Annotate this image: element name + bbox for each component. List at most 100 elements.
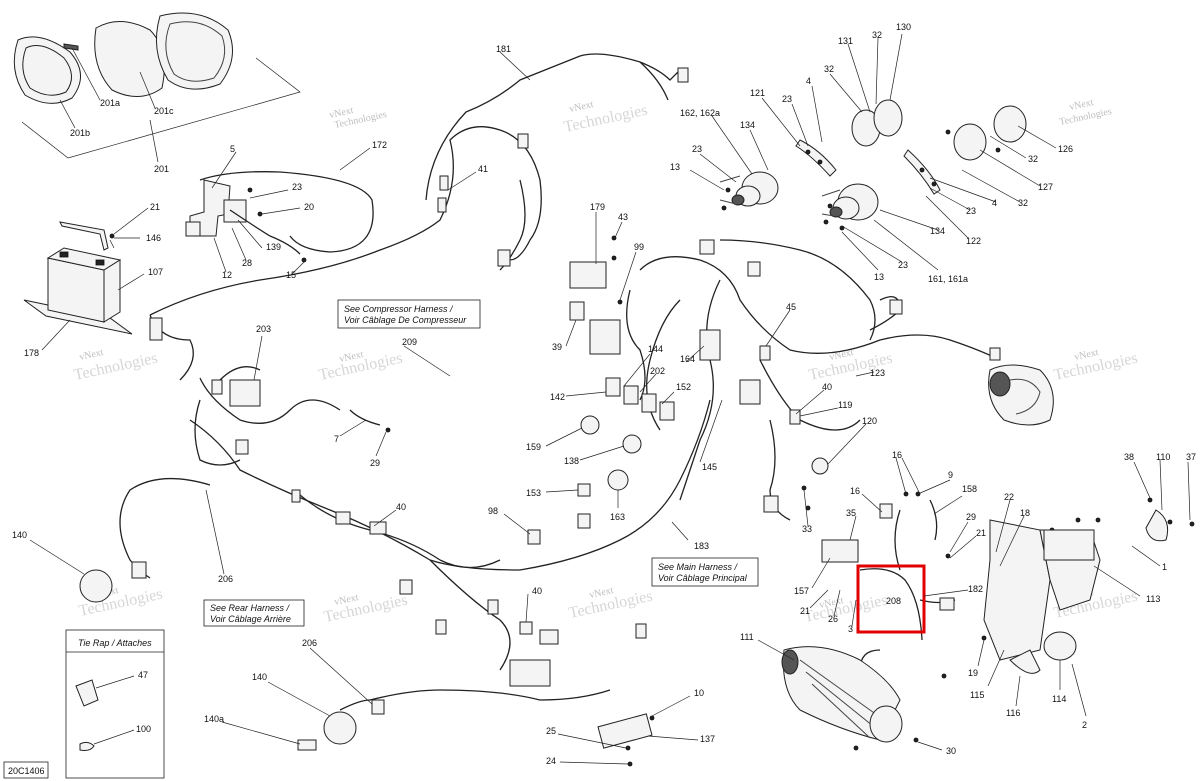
relay xyxy=(623,385,639,405)
callout-16-b: 16 xyxy=(850,486,860,496)
callout-18: 18 xyxy=(1020,508,1030,518)
connector xyxy=(335,511,351,525)
svg-text:vNext: vNext xyxy=(828,347,854,363)
callout-208: 208 xyxy=(886,596,901,606)
callout-119: 119 xyxy=(838,400,852,410)
callout-32-d: 32 xyxy=(1018,198,1028,208)
callout-203: 203 xyxy=(256,324,271,334)
relay xyxy=(605,377,621,397)
callout-140-b: 140 xyxy=(252,672,267,682)
callout-33: 33 xyxy=(802,524,812,534)
connector xyxy=(185,221,201,237)
callout-41: 41 xyxy=(478,164,488,174)
highlight-box xyxy=(856,564,926,634)
main-harness-note-line1: See Main Harness / xyxy=(658,562,739,572)
switch-159 xyxy=(580,415,600,435)
battery-side xyxy=(103,259,121,323)
callout-121: 121 xyxy=(750,88,765,98)
drawing-code-box xyxy=(3,761,49,779)
svg-text:vNext: vNext xyxy=(338,349,364,365)
part-callouts: 181 172 5 41 23 20 21 146 107 178 139 28… xyxy=(12,22,1196,766)
battery-strap xyxy=(59,221,109,251)
harness-206-lower xyxy=(369,689,611,701)
callout-122: 122 xyxy=(966,236,981,246)
connector xyxy=(291,489,301,503)
callout-45: 45 xyxy=(786,302,796,312)
connector xyxy=(577,513,591,529)
callout-30: 30 xyxy=(946,746,956,756)
callout-24: 24 xyxy=(546,756,556,766)
connector xyxy=(519,621,533,635)
winch-mount-plate-113 xyxy=(983,519,1051,661)
callout-20: 20 xyxy=(304,202,314,212)
callout-209: 209 xyxy=(402,337,417,347)
connector xyxy=(399,579,413,595)
fuse-box-203 xyxy=(229,379,261,407)
callout-201c: 201c xyxy=(154,106,174,116)
horn-140 xyxy=(79,569,113,603)
compressor-assembly xyxy=(988,347,1054,426)
callout-164: 164 xyxy=(680,354,695,364)
callout-172: 172 xyxy=(372,140,387,150)
winch-module-157 xyxy=(821,539,859,563)
connector xyxy=(939,597,955,611)
callout-19: 19 xyxy=(968,668,978,678)
connector xyxy=(747,261,761,277)
callout-23-e: 23 xyxy=(898,260,908,270)
tie-rap-legend: Tie Rap / Attaches xyxy=(65,629,165,779)
winch-part-116 xyxy=(1009,649,1041,674)
compressor-harness-note-line2: Voir Câblage De Compresseur xyxy=(344,315,467,325)
svg-text:vNext: vNext xyxy=(328,105,354,121)
callout-144: 144 xyxy=(648,344,663,354)
connector xyxy=(235,439,249,455)
cluster-housing-detail xyxy=(165,21,226,82)
callout-206: 206 xyxy=(218,574,233,584)
relay xyxy=(659,401,675,421)
callout-182: 182 xyxy=(968,584,983,594)
part-140a xyxy=(297,739,317,751)
connector xyxy=(369,521,387,535)
cluster-bezel-inner xyxy=(22,45,72,96)
callout-201b: 201b xyxy=(70,128,90,138)
connector xyxy=(487,599,499,615)
headlight-bracket-121 xyxy=(795,139,837,177)
callout-140a: 140a xyxy=(204,714,224,724)
battery-terminal-negative xyxy=(95,259,105,266)
hook-110 xyxy=(1145,509,1169,542)
callout-142: 142 xyxy=(550,392,565,402)
callout-21-c: 21 xyxy=(800,606,810,616)
fuse-block xyxy=(739,379,761,405)
cluster-screw xyxy=(63,43,79,51)
battery-terminal-positive xyxy=(59,251,69,258)
svg-text:vNext: vNext xyxy=(1073,347,1099,363)
cluster-housing xyxy=(155,12,233,90)
callout-13: 13 xyxy=(670,162,680,172)
callout-111: 111 xyxy=(740,632,754,642)
callout-139: 139 xyxy=(266,242,281,252)
callout-29-b: 29 xyxy=(966,512,976,522)
fuse-block-164 xyxy=(699,329,721,361)
callout-13-b: 13 xyxy=(874,272,884,282)
battery-assembly xyxy=(23,221,133,335)
headlight-assembly xyxy=(719,99,1027,231)
callout-25: 25 xyxy=(546,726,556,736)
callout-127: 127 xyxy=(1038,182,1053,192)
connector xyxy=(439,175,449,191)
callout-202: 202 xyxy=(650,366,665,376)
callout-116: 116 xyxy=(1006,708,1020,718)
callout-5: 5 xyxy=(230,144,235,154)
ecm-bracket xyxy=(509,659,551,687)
gauge-cluster-assembly xyxy=(13,12,301,163)
callout-40: 40 xyxy=(396,502,406,512)
callout-138: 138 xyxy=(564,456,579,466)
callout-110: 110 xyxy=(1156,452,1170,462)
connector xyxy=(437,197,447,213)
callout-146: 146 xyxy=(146,233,161,243)
connector-153 xyxy=(577,483,591,497)
tie-rap-100 xyxy=(79,741,95,751)
sensor-120 xyxy=(811,457,829,475)
horn-140-lower xyxy=(323,711,357,745)
callout-21: 21 xyxy=(150,202,160,212)
callout-206-b: 206 xyxy=(302,638,317,648)
callout-40-c: 40 xyxy=(822,382,832,392)
